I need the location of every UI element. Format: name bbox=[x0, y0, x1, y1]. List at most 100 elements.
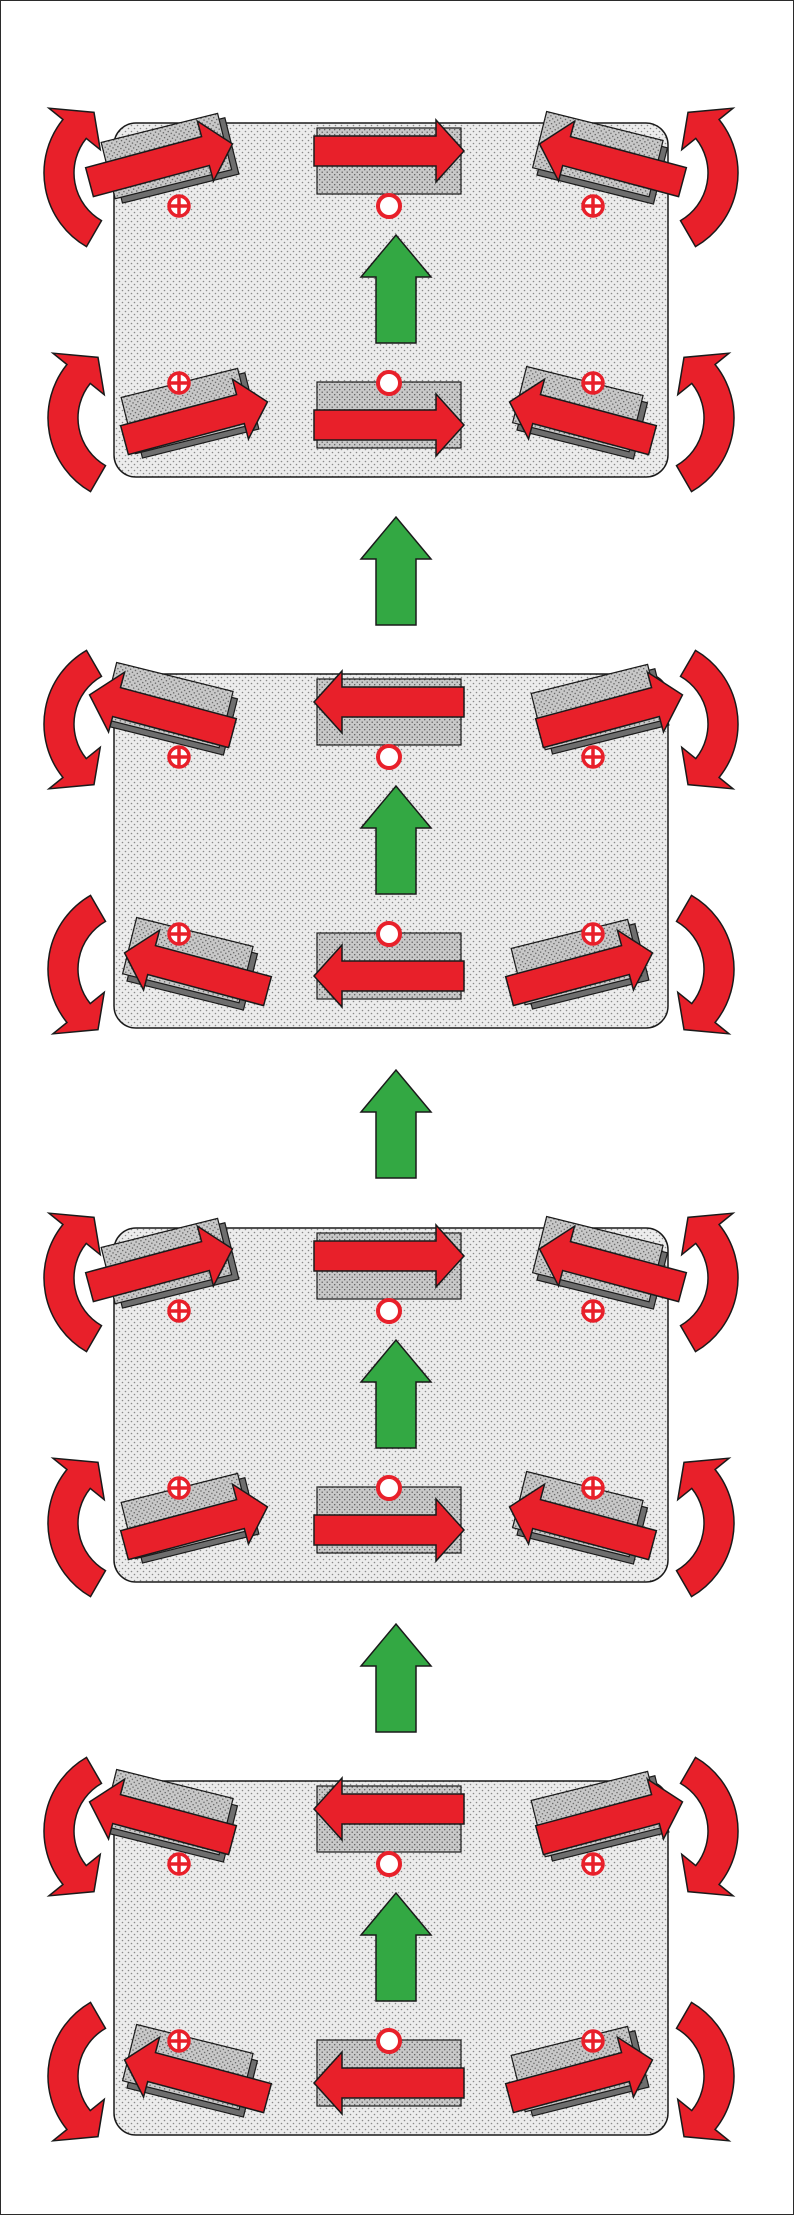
stage-1-arrow-top-center-shape bbox=[313, 118, 466, 184]
travel-arrow-between-2 bbox=[359, 1068, 433, 1179]
stage-3-travel-arrow-shape bbox=[359, 1338, 433, 1449]
stage-4-marker-bottom-center bbox=[376, 2028, 402, 2054]
stage-2-marker-bottom-center bbox=[376, 921, 402, 947]
stage-3-arrow-bottom-center-shape bbox=[313, 1497, 466, 1563]
stage-4-travel-arrow bbox=[359, 1891, 433, 2002]
travel-arrow-between-1-shape bbox=[359, 515, 433, 626]
stage-3-rotation-bot-right bbox=[675, 1457, 735, 1598]
stage-1-arrow-top-left bbox=[84, 119, 234, 198]
stage-3-arrow-top-center bbox=[313, 1223, 466, 1289]
stage-4-travel-arrow-shape bbox=[359, 1891, 433, 2002]
stage-4-marker-bottom-right bbox=[581, 2029, 605, 2053]
stage-2-arrow-top-right-shape bbox=[534, 670, 684, 749]
stage-1-arrow-top-right bbox=[538, 119, 688, 198]
stage-2-travel-arrow bbox=[359, 784, 433, 895]
stage-2-marker-bottom-left bbox=[167, 922, 191, 946]
stage-1-rotation-top-left bbox=[43, 107, 103, 248]
stage-1-rotation-bot-left bbox=[47, 352, 107, 493]
stage-2-arrow-top-left-shape bbox=[88, 670, 238, 749]
stage-3-rotation-top-left bbox=[43, 1212, 103, 1353]
stage-4-arrow-bot-right-shape bbox=[504, 2035, 654, 2114]
stage-3-arrow-top-right bbox=[538, 1224, 688, 1303]
stage-3-rotation-bot-left bbox=[47, 1457, 107, 1598]
stage-1-arrow-bot-right-shape bbox=[508, 377, 658, 456]
stage-2-arrow-bot-left-shape bbox=[123, 928, 273, 1007]
stage-3-arrow-top-left bbox=[84, 1224, 234, 1303]
stage-3-arrow-top-left-shape bbox=[84, 1224, 234, 1303]
stage-2-marker-top-left bbox=[167, 745, 191, 769]
stage-3-travel-arrow bbox=[359, 1338, 433, 1449]
stage-1-rotation-bot-right bbox=[675, 352, 735, 493]
stage-2-arrow-top-left bbox=[88, 670, 238, 749]
stage-2-arrow-bot-right-shape bbox=[504, 928, 654, 1007]
stage-3-marker-bottom-left bbox=[167, 1476, 191, 1500]
stage-1-marker-top-right bbox=[581, 194, 605, 218]
stage-1-rotation-top-right bbox=[679, 107, 739, 248]
stage-1-arrow-top-center bbox=[313, 118, 466, 184]
stage-4-rotation-bot-right bbox=[675, 2001, 735, 2142]
stage-3-arrow-top-right-shape bbox=[538, 1224, 688, 1303]
stage-1-marker-bottom-center bbox=[376, 370, 402, 396]
travel-arrow-between-3 bbox=[359, 1622, 433, 1733]
stage-4-arrow-bot-left-shape bbox=[123, 2035, 273, 2114]
stage-4-arrow-top-right-shape bbox=[534, 1777, 684, 1856]
stage-3-arrow-bot-right-shape bbox=[508, 1482, 658, 1561]
stage-3-arrow-bot-right bbox=[508, 1482, 658, 1561]
stage-4-arrow-top-right bbox=[534, 1777, 684, 1856]
stage-1-marker-bottom-right bbox=[581, 371, 605, 395]
travel-arrow-between-3-shape bbox=[359, 1622, 433, 1733]
stage-2-arrow-bottom-center bbox=[312, 943, 465, 1009]
stage-4-arrow-bottom-center-shape bbox=[312, 2050, 465, 2116]
stage-3-arrow-top-center-shape bbox=[313, 1223, 466, 1289]
stage-2-arrow-bot-right bbox=[504, 928, 654, 1007]
stage-3-arrow-bot-left-shape bbox=[119, 1482, 269, 1561]
stage-1-arrow-bot-left bbox=[119, 377, 269, 456]
stage-2-rotation-top-left bbox=[43, 649, 103, 790]
stage-2-marker-bottom-right bbox=[581, 922, 605, 946]
stage-4-arrow-top-center-shape bbox=[312, 1776, 465, 1842]
stage-2-rotation-bot-left bbox=[47, 894, 107, 1035]
stage-1-arrow-bot-left-shape bbox=[119, 377, 269, 456]
stage-4-rotation-top-right bbox=[679, 1756, 739, 1897]
stage-2-travel-arrow-shape bbox=[359, 784, 433, 895]
stage-1-arrow-bot-right bbox=[508, 377, 658, 456]
stage-4-arrow-bot-left bbox=[123, 2035, 273, 2114]
stage-1-marker-bottom-left bbox=[167, 371, 191, 395]
stage-1-arrow-top-left-shape bbox=[84, 119, 234, 198]
stage-4-arrow-top-center bbox=[312, 1776, 465, 1842]
stage-2-rotation-bot-right bbox=[675, 894, 735, 1035]
stage-1-travel-arrow bbox=[359, 233, 433, 344]
stage-4-marker-top-left bbox=[167, 1852, 191, 1876]
stage-1-marker-top-left bbox=[167, 194, 191, 218]
stage-4-marker-top-right bbox=[581, 1852, 605, 1876]
stage-3-arrow-bot-left bbox=[119, 1482, 269, 1561]
stage-4-arrow-top-left bbox=[88, 1777, 238, 1856]
stage-1-arrow-top-right-shape bbox=[538, 119, 688, 198]
stage-2-marker-top-right bbox=[581, 745, 605, 769]
stage-2-marker-top-center bbox=[376, 744, 402, 770]
stage-2-arrow-bot-left bbox=[123, 928, 273, 1007]
stage-4-arrow-top-left-shape bbox=[88, 1777, 238, 1856]
stage-3-marker-top-right bbox=[581, 1299, 605, 1323]
stage-3-marker-top-center bbox=[376, 1298, 402, 1324]
stage-4-marker-top-center bbox=[376, 1851, 402, 1877]
stage-3-marker-top-left bbox=[167, 1299, 191, 1323]
travel-arrow-between-2-shape bbox=[359, 1068, 433, 1179]
stage-2-arrow-top-center-shape bbox=[312, 669, 465, 735]
stage-1-arrow-bottom-center bbox=[313, 392, 466, 458]
stage-4-arrow-bot-right bbox=[504, 2035, 654, 2114]
stage-3-rotation-top-right bbox=[679, 1212, 739, 1353]
travel-arrow-between-1 bbox=[359, 515, 433, 626]
stage-3-marker-bottom-right bbox=[581, 1476, 605, 1500]
stage-1-travel-arrow-shape bbox=[359, 233, 433, 344]
stage-1-arrow-bottom-center-shape bbox=[313, 392, 466, 458]
stage-2-arrow-bottom-center-shape bbox=[312, 943, 465, 1009]
stage-3-marker-bottom-center bbox=[376, 1475, 402, 1501]
stage-4-rotation-bot-left bbox=[47, 2001, 107, 2142]
stage-4-rotation-top-left bbox=[43, 1756, 103, 1897]
stage-1-marker-top-center bbox=[376, 193, 402, 219]
stage-2-arrow-top-right bbox=[534, 670, 684, 749]
stage-2-rotation-top-right bbox=[679, 649, 739, 790]
